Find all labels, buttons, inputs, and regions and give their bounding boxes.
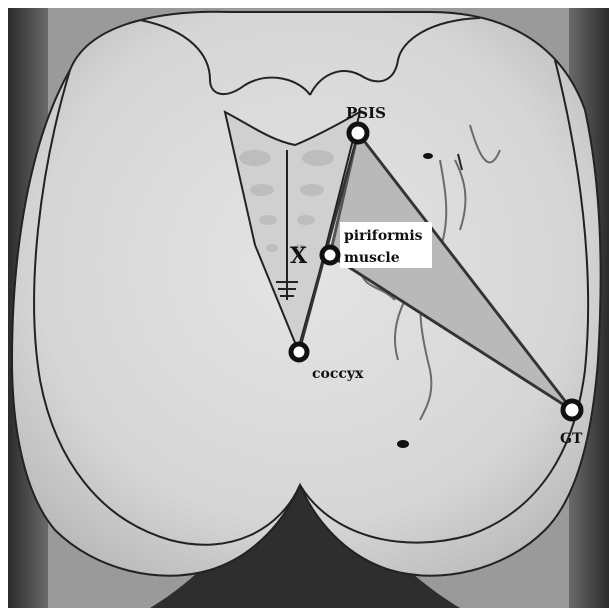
coccyx-label: coccyx bbox=[312, 366, 364, 382]
psis-label: PSIS bbox=[346, 104, 386, 122]
psis-marker bbox=[349, 124, 367, 142]
piriformis-label-line1: piriformis bbox=[344, 228, 423, 244]
skin-mark-upper bbox=[423, 153, 433, 159]
coccyx-marker bbox=[291, 344, 307, 360]
skin-mark-lower bbox=[397, 440, 409, 448]
x-mark-label: X bbox=[290, 243, 308, 269]
gt-marker bbox=[563, 401, 581, 419]
piriformis-label-line2: muscle bbox=[344, 250, 400, 266]
gt-label: GT bbox=[560, 431, 583, 447]
piriformis-marker bbox=[322, 247, 338, 263]
